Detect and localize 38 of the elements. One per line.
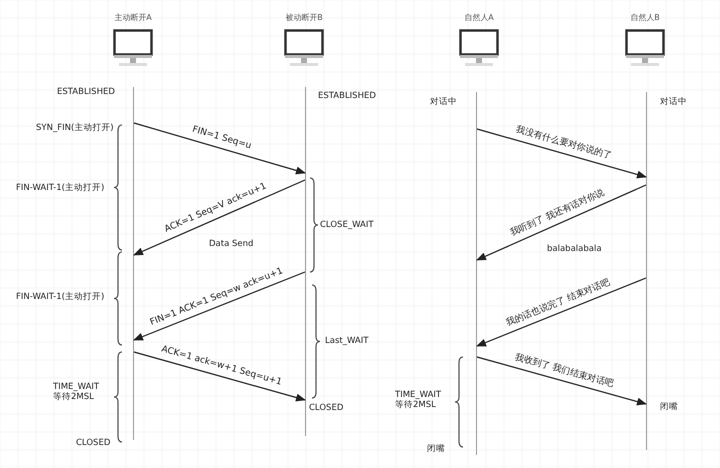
state-label: FIN-WAIT-1(主动打开) [16,292,104,302]
state-label: ESTABLISHED [57,87,115,98]
participant-name: 自然人B [629,12,661,23]
note-text: balabalabala [547,244,602,254]
state-label: 对话中 [660,97,687,108]
edge-label: 我没有什么要对你说的了 [514,126,613,163]
state-label: ESTABLISHED [318,91,376,102]
note-text: Data Send [209,239,254,250]
arrow [134,122,306,174]
participant-name: 被动断开B [284,12,324,23]
arrow [133,271,306,341]
participant-name: 自然人A [463,12,495,23]
state-label: TIME_WAIT 等待2MSL [53,382,100,402]
arrow [134,351,306,402]
arrow [476,277,646,347]
edge-label: FIN=1 Seq=u [191,126,252,153]
arrow [476,128,647,178]
state-label: 闭嘴 [660,402,678,412]
lifeline [305,87,306,436]
state-label: 闭嘴 [427,444,445,454]
state-label: Last_WAIT [325,336,368,346]
arrow [476,184,646,261]
edge-label: 我的话也说完了 结束对话吧 [505,278,612,329]
lifeline [133,87,134,440]
state-label: FIN-WAIT-1(主动打开) [16,183,104,194]
state-label: CLOSE_WAIT [320,220,374,230]
state-label: TIME_WAIT 等待2MSL [395,390,442,410]
state-label: 对话中 [430,97,457,108]
arrow [133,179,306,256]
edge-label: 我听到了 我还有话对你说 [510,189,607,240]
state-label: CLOSED [76,438,110,448]
participant-name: 主动断开A [113,12,153,23]
state-label: CLOSED [309,403,344,414]
state-label: SYN_FIN(主动打开) [36,123,114,134]
lifeline [646,92,647,450]
arrow [476,356,647,406]
lifeline [476,92,477,455]
edge-label: 我收到了 我们结束对话吧 [513,353,614,390]
